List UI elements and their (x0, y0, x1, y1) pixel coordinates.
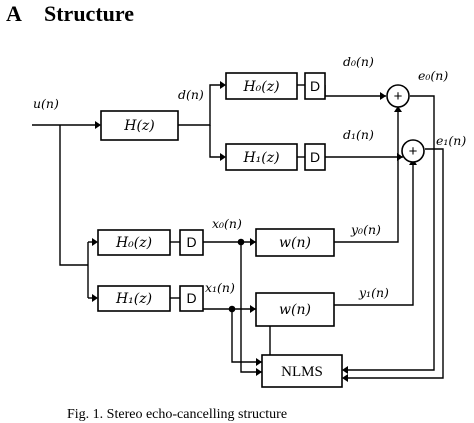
h1-z-bottom-label: H₁(z) (115, 291, 152, 307)
signal-x1-label: x₁(n) (205, 280, 235, 295)
signal-y0-label: y₀(n) (350, 222, 381, 237)
h0-z-top-label: H₀(z) (242, 79, 279, 95)
delay-label-bottom-0: D (186, 234, 196, 250)
delay-block-top-0 (304, 72, 326, 100)
x1-junction-dot (228, 305, 236, 313)
signal-e1-label: e₁(n) (436, 133, 466, 148)
h1-z-bottom-block (97, 285, 171, 312)
section-title: Structure (44, 1, 135, 26)
section-number: A (6, 1, 22, 26)
signal-d-label: d(n) (178, 87, 204, 102)
adaptive-filter-w1-block (255, 292, 335, 327)
signal-d0-label: d₀(n) (343, 54, 374, 69)
h-z-block (100, 110, 179, 141)
connection-lines (32, 84, 444, 379)
delay-label-bottom-1: D (186, 290, 196, 306)
h0-z-bottom-label: H₀(z) (115, 235, 152, 251)
nlms-block (261, 354, 343, 388)
section-heading: A Structure (6, 1, 134, 27)
signal-y1-label: y₁(n) (358, 285, 389, 300)
delay-label-top-0: D (310, 78, 320, 94)
summing-junction-1 (401, 139, 425, 163)
x0-junction-dot (237, 238, 245, 246)
adaptive-filter-w0-label: w(n) (279, 235, 311, 251)
h1-z-top-block (225, 143, 298, 171)
delay-block-top-1 (304, 143, 326, 171)
h1-z-top-label: H₁(z) (242, 150, 279, 166)
nlms-label: NLMS (281, 364, 323, 380)
h-z-label: H(z) (123, 118, 155, 134)
delay-block-bottom-1 (179, 285, 204, 312)
signal-x0-label: x₀(n) (212, 216, 242, 231)
arrowheads (92, 81, 417, 382)
adaptive-filter-w0-block (255, 228, 335, 257)
h0-z-top-block (225, 72, 298, 100)
signal-e0-label: e₀(n) (418, 68, 448, 83)
summing-junction-0-sign: + (394, 88, 403, 105)
signal-d1-label: d₁(n) (343, 127, 374, 142)
signal-u-label: u(n) (33, 96, 59, 111)
summing-junction-1-sign: + (409, 143, 418, 160)
delay-block-bottom-0 (179, 229, 204, 256)
summing-junction-0 (386, 84, 410, 108)
adaptive-filter-w1-label: w(n) (279, 302, 311, 318)
figure-caption: Fig. 1. Stereo echo-cancelling structure (67, 407, 287, 422)
delay-label-top-1: D (310, 149, 320, 165)
h0-z-bottom-block (97, 229, 171, 256)
